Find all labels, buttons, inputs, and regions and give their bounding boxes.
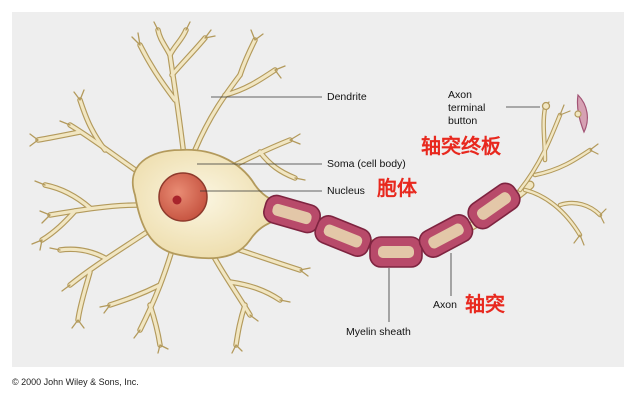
- target-cell-membrane: [576, 93, 588, 134]
- annotation-axon-cn: 轴突: [465, 292, 505, 316]
- nucleus: [158, 172, 208, 222]
- label-axon: Axon: [433, 299, 457, 311]
- label-dendrite: Dendrite: [327, 91, 367, 103]
- label-axon-terminal-line1: Axon: [448, 89, 472, 101]
- axon-terminal-branches: [517, 101, 607, 246]
- label-soma: Soma (cell body): [327, 158, 406, 170]
- label-myelin-sheath: Myelin sheath: [346, 326, 411, 338]
- annotation-soma-cn: 胞体: [377, 176, 417, 200]
- myelin-sheath-segments: [263, 182, 521, 268]
- leader-lines: [197, 96, 540, 322]
- annotation-axon-terminal-cn: 轴突终板: [421, 134, 501, 158]
- terminal-button: [541, 101, 551, 111]
- label-axon-terminal-line2: terminal: [448, 102, 486, 114]
- copyright-notice: © 2000 John Wiley & Sons, Inc.: [12, 377, 139, 387]
- label-nucleus: Nucleus: [327, 185, 365, 197]
- label-axon-terminal-line3: button: [448, 115, 478, 127]
- nucleolus: [172, 195, 182, 205]
